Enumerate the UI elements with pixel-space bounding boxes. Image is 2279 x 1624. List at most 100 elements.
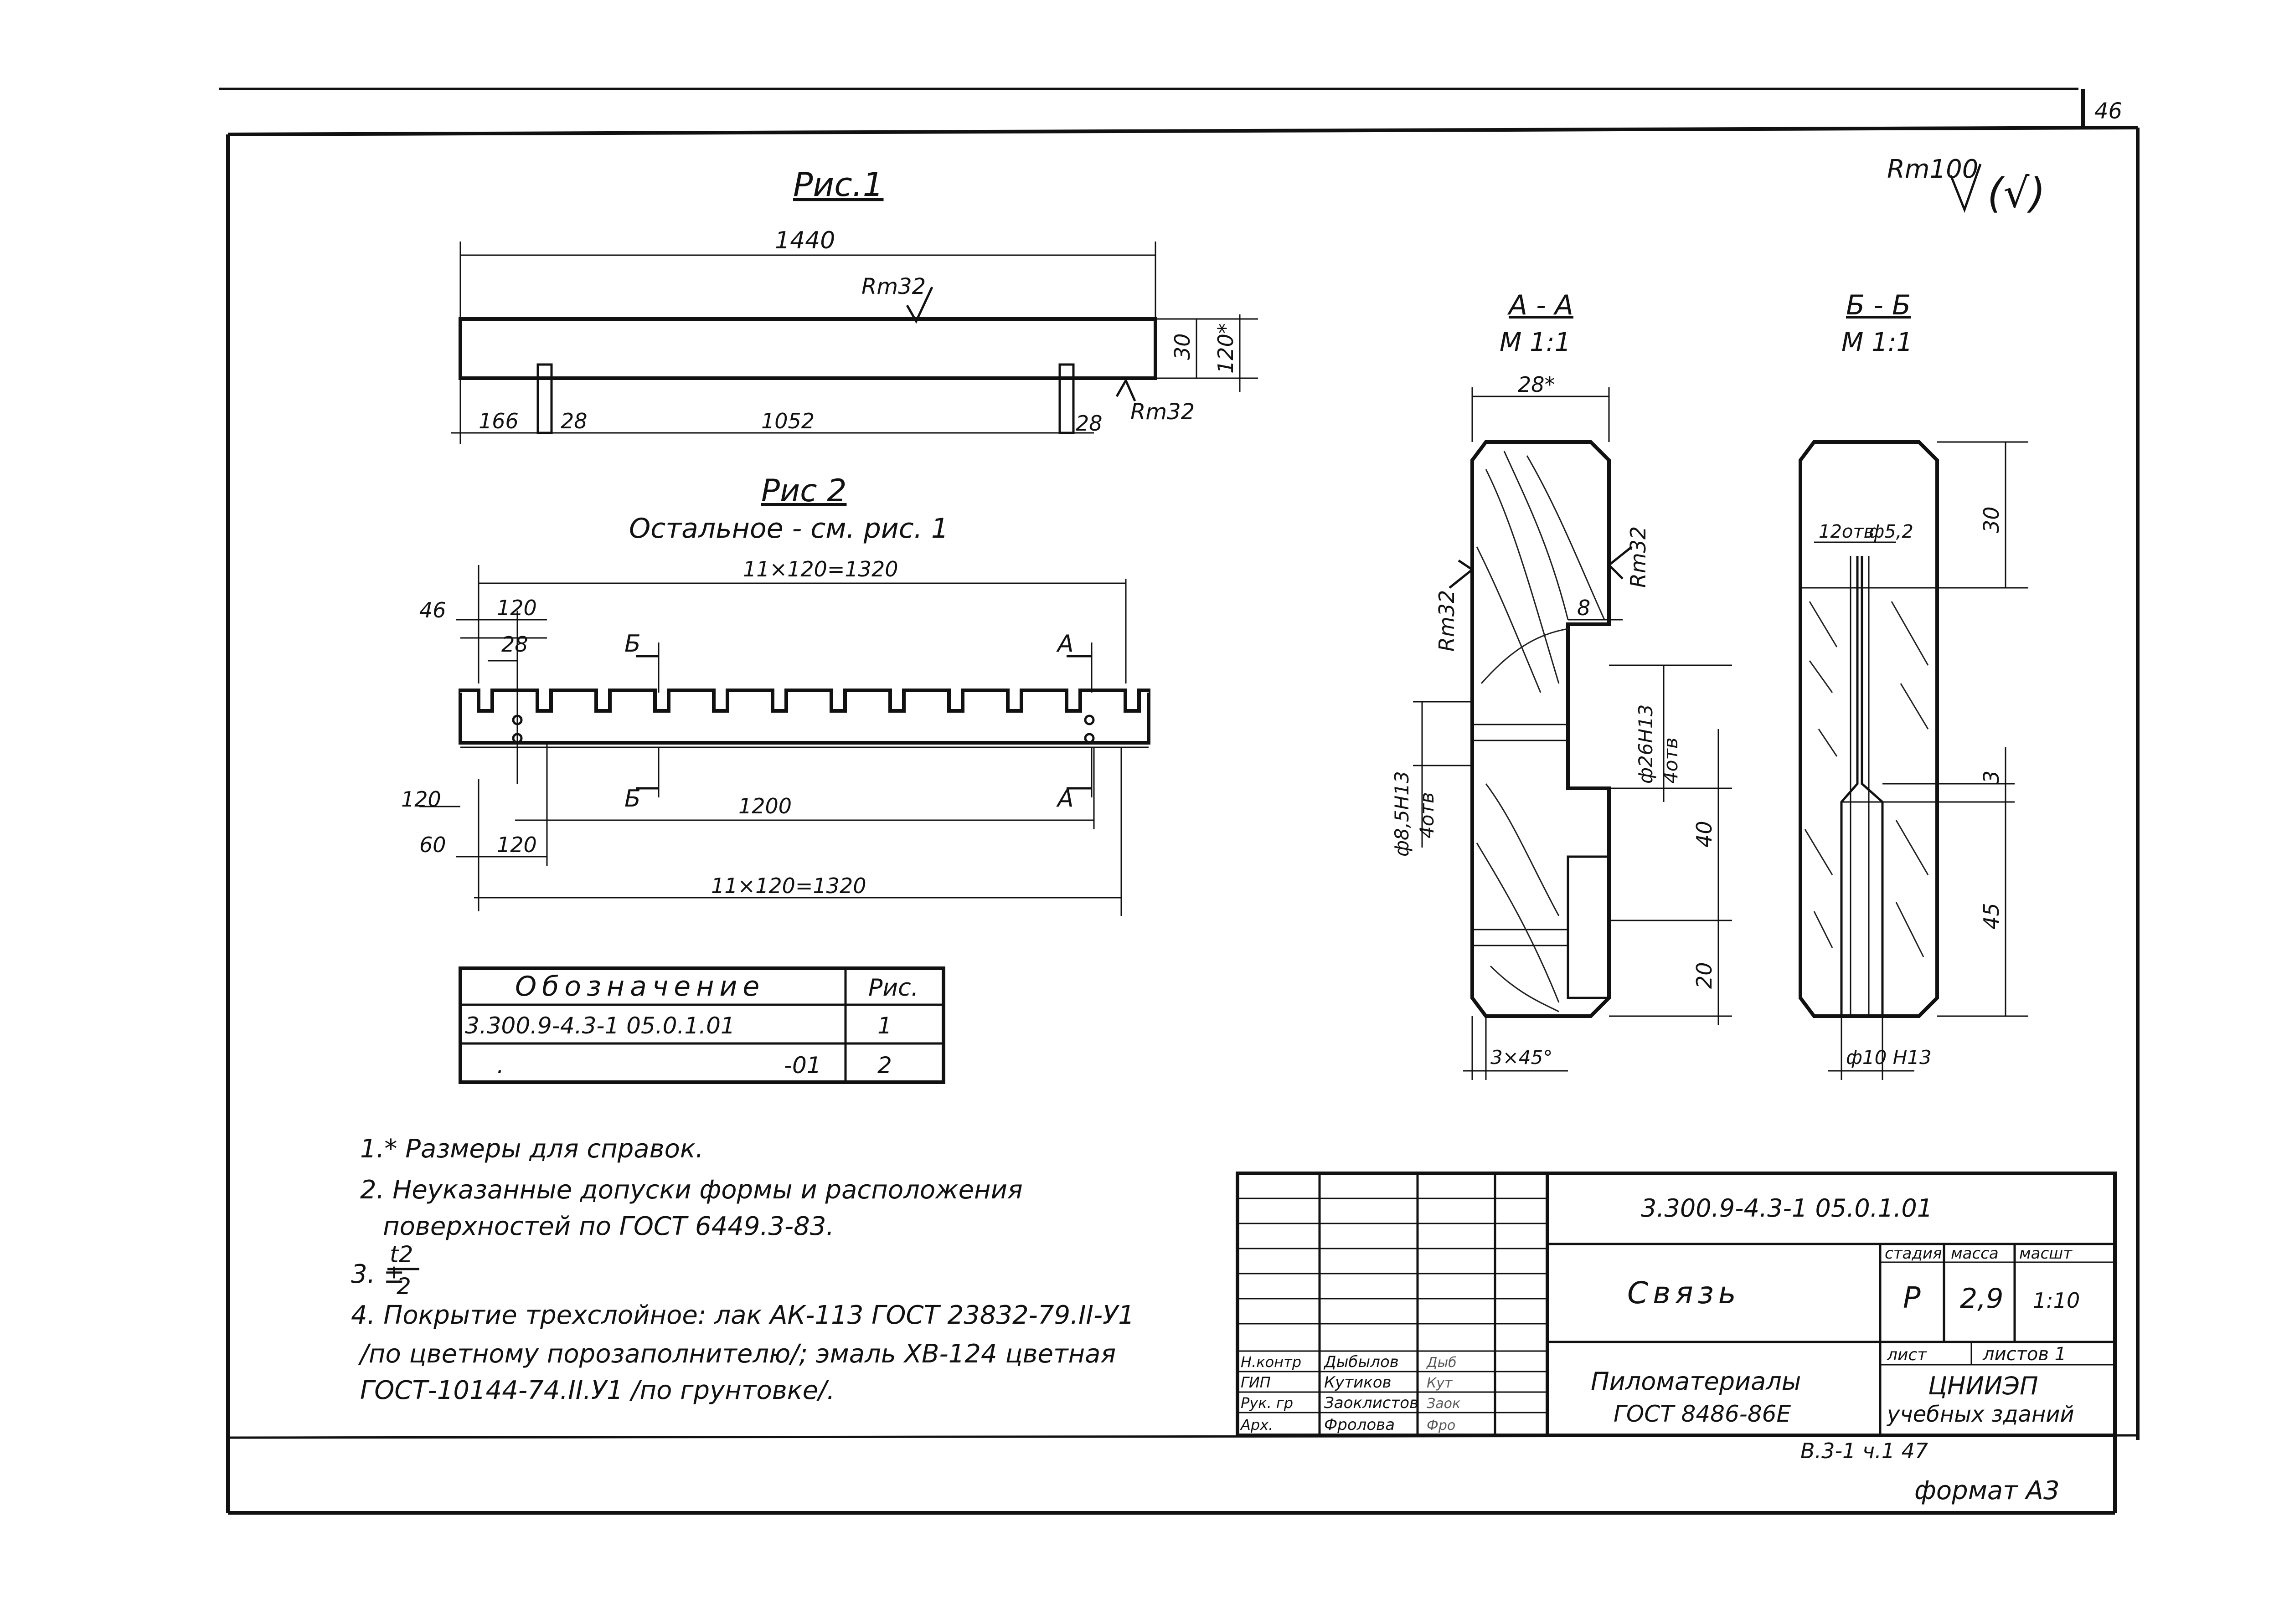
tb-name: Связь — [1627, 1275, 1741, 1311]
fig1-dim-28a: 28 — [561, 409, 588, 433]
tb-sheets: листов 1 — [1982, 1344, 2066, 1365]
aa-rough-left-icon — [1449, 559, 1475, 589]
note-4-cont1: /по цветному порозаполнителю/; эмаль ХВ-… — [358, 1339, 1116, 1369]
tb-sign-2: Заок — [1427, 1396, 1460, 1412]
note-4-cont2: ГОСТ-10144-74.II.У1 /по грунтовке/. — [360, 1376, 835, 1405]
fig2-top-total: 11×120=1320 — [743, 557, 898, 581]
section-aa-dim-8: 8 — [1577, 596, 1590, 620]
fig1-dim-30: 30 — [1170, 333, 1195, 360]
fig1-dim-166: 166 — [479, 409, 519, 433]
tb-scale: 1:10 — [2033, 1288, 2080, 1313]
fig2-bottom-total: 11×120=1320 — [711, 874, 866, 898]
tb-mass: 2,9 — [1960, 1283, 2003, 1315]
section-aa-body — [1413, 387, 1732, 1080]
tb-material-std: ГОСТ 8486-86Е — [1614, 1401, 1791, 1427]
section-aa-hole-small-count: 4отв — [1416, 792, 1438, 838]
tb-person-1: Кутиков — [1324, 1373, 1392, 1392]
fig1-roughness-top: Rm32 — [861, 274, 926, 299]
section-aa-hole-small: ф8,5Н13 — [1391, 771, 1413, 857]
note-4: 4. Покрытие трехслойное: лак АК-113 ГОСТ… — [351, 1300, 1134, 1330]
tb-org2: учебных зданий — [1886, 1402, 2074, 1427]
tb-stage: Р — [1903, 1281, 1921, 1315]
roughness-check-icon — [1949, 164, 1982, 213]
tb-person-0: Дыбылов — [1323, 1353, 1399, 1371]
page-number: 46 — [2094, 98, 2122, 124]
spec-header-fig: Рис. — [868, 974, 918, 1002]
general-roughness: Rm100 — [1887, 154, 1978, 184]
fig1-beam — [451, 242, 1258, 444]
note-3-numerator: t2 — [390, 1241, 413, 1268]
bottom-ref: В.3-1 ч.1 47 — [1800, 1439, 1928, 1463]
fig1-dim-28b: 28 — [1076, 411, 1103, 436]
fig1-dim-120: 120* — [1213, 323, 1238, 374]
fig2-dim-120-left: 120 — [401, 787, 441, 812]
tb-hdr-mass: масса — [1951, 1244, 1999, 1263]
section-aa-rough-left: Rm32 — [1434, 590, 1459, 652]
spec-row2-dot: . — [497, 1052, 504, 1079]
fig2-sec-a-bottom: А — [1056, 785, 1074, 812]
tb-role-0: Н.контр — [1241, 1353, 1301, 1371]
tb-sign-1: Кут — [1427, 1375, 1453, 1391]
spec-row2-designation: -01 — [784, 1052, 821, 1079]
aa-rough-right-icon — [1607, 546, 1633, 580]
tb-hdr-scale: масшт — [2019, 1244, 2073, 1263]
section-aa-chamfer: 3×45° — [1490, 1046, 1552, 1069]
section-bb-dim-30: 30 — [1979, 506, 2004, 533]
spec-row1-designation: 3.300.9-4.3-1 05.0.1.01 — [465, 1012, 735, 1039]
note-3: 3. ± — [351, 1259, 405, 1289]
note-2-cont: поверхностей по ГОСТ 6449.3-83. — [383, 1212, 834, 1241]
section-bb-dim-3: 3 — [1979, 771, 2004, 784]
tb-sign-0: Дыб — [1426, 1355, 1457, 1371]
section-bb-title: Б - Б — [1846, 289, 1911, 321]
section-aa-rough-right: Rm32 — [1626, 526, 1650, 588]
tb-sheet: лист — [1887, 1346, 1927, 1364]
spec-row1-fig: 1 — [877, 1012, 892, 1039]
spec-header-designation: Обозначение — [515, 971, 765, 1002]
spec-table — [459, 966, 945, 1084]
fig2-subtitle: Остальное - см. рис. 1 — [629, 513, 949, 545]
section-bb-hole-d: ф5,2 — [1869, 521, 1913, 542]
tb-person-3: Фролова — [1324, 1416, 1395, 1434]
fig2-sec-b-bottom: Б — [624, 785, 641, 812]
notes: 1.* Размеры для справок. 2. Неуказанные … — [351, 1134, 1134, 1405]
section-bb-body — [1799, 440, 2028, 1080]
tb-role-1: ГИП — [1241, 1374, 1271, 1391]
fig2-dim-1200: 1200 — [738, 794, 792, 818]
tb-person-2: Заоклистов — [1324, 1394, 1418, 1412]
section-bb-holes: 12отв — [1819, 521, 1874, 542]
roughness-mark-side-icon — [1115, 378, 1136, 402]
general-roughness-suffix: (√) — [1987, 170, 2046, 217]
note-1: 1.* Размеры для справок. — [360, 1134, 704, 1164]
fig2-dim-46: 46 — [419, 598, 446, 622]
fig2-dim-28: 28 — [501, 632, 528, 657]
section-aa-title: А - А — [1507, 289, 1573, 321]
sheet-frame — [219, 87, 2140, 1515]
spec-row2-fig: 2 — [877, 1052, 892, 1079]
section-bb-dim-45: 45 — [1979, 903, 2004, 930]
note-3-denominator: 2 — [397, 1273, 411, 1300]
note-2: 2. Неуказанные допуски формы и расположе… — [360, 1175, 1023, 1205]
tb-org: ЦНИИЭП — [1928, 1372, 2038, 1400]
roughness-mark-icon — [906, 286, 933, 324]
tb-material: Пиломатериалы — [1591, 1367, 1801, 1396]
format-label: формат А3 — [1914, 1476, 2060, 1506]
fig2-sec-a-top: А — [1056, 630, 1074, 658]
tb-sign-3: Фро — [1427, 1418, 1455, 1434]
tb-doc-code: 3.300.9-4.3-1 05.0.1.01 — [1641, 1194, 1933, 1223]
tb-role-3: Арх. — [1240, 1416, 1273, 1434]
fig2-dim-120-top: 120 — [497, 596, 537, 620]
section-aa-width: 28* — [1518, 372, 1555, 397]
fig1-length: 1440 — [775, 227, 835, 254]
section-aa-hole-big-count: 4отв — [1660, 737, 1682, 784]
tb-role-2: Рук. гр — [1241, 1394, 1293, 1412]
tb-hdr-stage: стадия — [1885, 1244, 1942, 1263]
fig1-roughness-side: Rm32 — [1130, 399, 1195, 425]
fig2-dim-120-bottom: 120 — [497, 833, 537, 857]
fig2-sec-b-top: Б — [624, 630, 641, 658]
section-bb-scale: М 1:1 — [1841, 328, 1913, 357]
title-block — [1236, 1172, 2117, 1437]
fig2-title: Рис 2 — [761, 473, 846, 509]
section-aa-scale: М 1:1 — [1500, 328, 1571, 357]
fig2-dim-60: 60 — [419, 833, 446, 857]
